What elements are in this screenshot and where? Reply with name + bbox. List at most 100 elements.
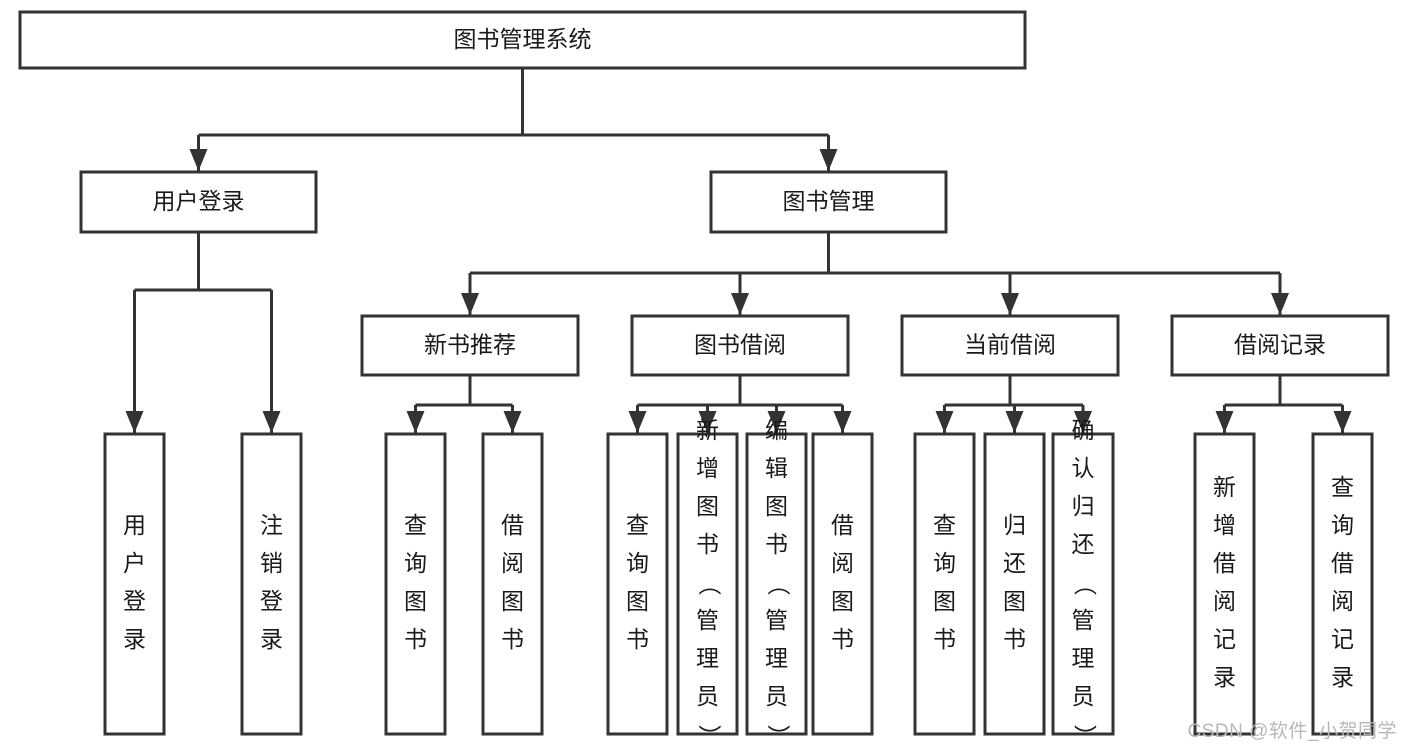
leaf-leaf-query-borrow-record-label-char: 录: [1331, 664, 1354, 690]
edge-current-borrow-arrow: [935, 411, 954, 433]
leaf-leaf-edit-book-admin-box[interactable]: [745, 432, 808, 736]
node-borrow-record[interactable]: 借阅记录: [1170, 314, 1390, 377]
leaf-leaf-query-book-current-box[interactable]: [913, 432, 976, 736]
leaf-leaf-query-book-rec-box[interactable]: [384, 432, 447, 736]
node-borrow-record-label: 借阅记录: [1234, 332, 1326, 358]
edge-book-management-arrow: [1271, 293, 1289, 315]
node-book-management-box[interactable]: [709, 170, 948, 234]
leaf-leaf-edit-book-admin-label-char: 书: [765, 531, 788, 557]
leaf-leaf-query-book-borrow-box[interactable]: [606, 432, 669, 736]
leaf-leaf-edit-book-admin-label-char: ）: [765, 725, 791, 747]
leaf-leaf-query-book-rec-label-char: 书: [404, 626, 427, 652]
leaf-leaf-logout-login-box[interactable]: [240, 432, 303, 736]
edge-new-book-recommend-arrow: [406, 411, 425, 433]
leaf-leaf-return-book-label-char: 还: [1003, 550, 1026, 576]
node-new-book-recommend[interactable]: 新书推荐: [360, 314, 580, 377]
leaf-leaf-borrow-book-label-char: 图: [831, 588, 854, 614]
root-node-book-management-system-box[interactable]: [18, 10, 1027, 70]
node-current-borrow[interactable]: 当前借阅: [900, 314, 1120, 377]
node-book-management[interactable]: 图书管理: [709, 170, 948, 234]
leaf-leaf-confirm-return-admin-box[interactable]: [1051, 432, 1115, 736]
node-current-borrow-box[interactable]: [900, 314, 1120, 377]
leaf-leaf-confirm-return-admin-label-char: 理: [1072, 645, 1095, 671]
root-node-book-management-system-label: 图书管理系统: [454, 26, 592, 52]
leaf-leaf-borrow-book-rec-label-char: 书: [501, 626, 524, 652]
leaf-leaf-add-borrow-record-label-char: 增: [1213, 512, 1236, 538]
leaf-leaf-query-book-rec-label-char: 图: [404, 588, 427, 614]
leaf-leaf-user-login-label-char: 登: [123, 588, 146, 614]
node-new-book-recommend-box[interactable]: [360, 314, 580, 377]
leaf-leaf-logout-login-label-char: 登: [260, 588, 283, 614]
leaf-leaf-user-login-box[interactable]: [103, 432, 166, 736]
leaf-leaf-return-book-box[interactable]: [983, 432, 1046, 736]
leaf-leaf-confirm-return-admin-label-char: 还: [1072, 531, 1095, 557]
leaf-leaf-query-borrow-record-label-char: 借: [1331, 550, 1354, 576]
leaf-leaf-add-book-admin-box[interactable]: [676, 432, 739, 736]
leaf-leaf-confirm-return-admin-label-char: 员: [1072, 683, 1095, 709]
leaf-leaf-edit-book-admin-label-char: 编: [765, 417, 788, 443]
leaf-leaf-add-borrow-record-label-char: 新: [1213, 474, 1236, 500]
leaf-leaf-confirm-return-admin-label-char: 认: [1072, 455, 1095, 481]
edge-borrow-record-arrow: [1333, 411, 1352, 433]
edge-book-management-arrow: [731, 293, 749, 315]
leaf-leaf-add-book-admin-label-char: （: [696, 573, 722, 596]
leaf-leaf-query-book-current-label-char: 图: [933, 588, 956, 614]
node-book-borrow-box[interactable]: [630, 314, 850, 377]
leaf-leaf-borrow-book-label-char: 阅: [831, 550, 854, 576]
leaf-leaf-logout-login-label-char: 录: [260, 626, 283, 652]
leaf-leaf-borrow-book-rec-box[interactable]: [481, 432, 544, 736]
leaf-leaf-return-book-label-char: 图: [1003, 588, 1026, 614]
leaf-leaf-return-book-label-char: 归: [1003, 512, 1026, 538]
leaf-leaf-add-book-admin-label-char: 图: [696, 493, 719, 519]
leaf-leaf-query-book-current-label-char: 查: [933, 512, 956, 538]
leaf-leaf-query-book-current-label-char: 书: [933, 626, 956, 652]
leaf-leaf-borrow-book-label-char: 借: [831, 512, 854, 538]
node-new-book-recommend-label: 新书推荐: [424, 332, 516, 358]
node-borrow-record-box[interactable]: [1170, 314, 1390, 377]
leaf-leaf-query-borrow-record-label-char: 查: [1331, 474, 1354, 500]
leaf-leaf-user-login-label-char: 户: [123, 550, 146, 576]
leaf-leaf-user-login-label-char: 录: [123, 626, 146, 652]
leaf-leaf-user-login[interactable]: 用户登录: [103, 432, 166, 736]
edge-new-book-recommend-arrow: [503, 411, 522, 433]
leaf-leaf-add-borrow-record-label-char: 记: [1213, 626, 1236, 652]
leaf-leaf-borrow-book-rec-label-char: 阅: [501, 550, 524, 576]
leaf-leaf-add-book-admin-label-char: ）: [696, 725, 722, 747]
edge-book-borrow-arrow: [628, 411, 647, 433]
leaf-leaf-confirm-return-admin-label-char: （: [1072, 573, 1098, 596]
leaf-leaf-query-book-rec-label-char: 询: [404, 550, 427, 576]
leaf-leaf-confirm-return-admin-label-char: 管: [1072, 607, 1095, 633]
leaf-leaf-add-book-admin-label-char: 书: [696, 531, 719, 557]
node-book-borrow[interactable]: 图书借阅: [630, 314, 850, 377]
node-book-management-label: 图书管理: [783, 188, 875, 214]
node-user-login-box[interactable]: [79, 170, 318, 234]
leaf-leaf-query-book-borrow-label-char: 书: [626, 626, 649, 652]
leaf-leaf-edit-book-admin-label-char: 员: [765, 683, 788, 709]
leaf-leaf-add-borrow-record-box[interactable]: [1193, 432, 1256, 736]
leaf-leaf-query-borrow-record-box[interactable]: [1311, 432, 1374, 736]
edge-current-borrow-arrow: [1005, 411, 1024, 433]
leaf-leaf-query-borrow-record-label-char: 记: [1331, 626, 1354, 652]
leaf-leaf-add-book-admin-label-char: 新: [696, 417, 719, 443]
leaf-leaf-confirm-return-admin-label-char: 确: [1072, 417, 1095, 443]
node-user-login[interactable]: 用户登录: [79, 170, 318, 234]
edge-book-borrow-arrow: [698, 411, 717, 433]
root-node-book-management-system[interactable]: 图书管理系统: [18, 10, 1027, 70]
leaf-leaf-logout-login-label-char: 注: [260, 512, 283, 538]
leaf-leaf-borrow-book-box[interactable]: [811, 432, 874, 736]
leaf-leaf-edit-book-admin-label-char: 理: [765, 645, 788, 671]
leaf-leaf-query-book-borrow-label-char: 询: [626, 550, 649, 576]
leaf-leaf-query-book-borrow-label-char: 图: [626, 588, 649, 614]
